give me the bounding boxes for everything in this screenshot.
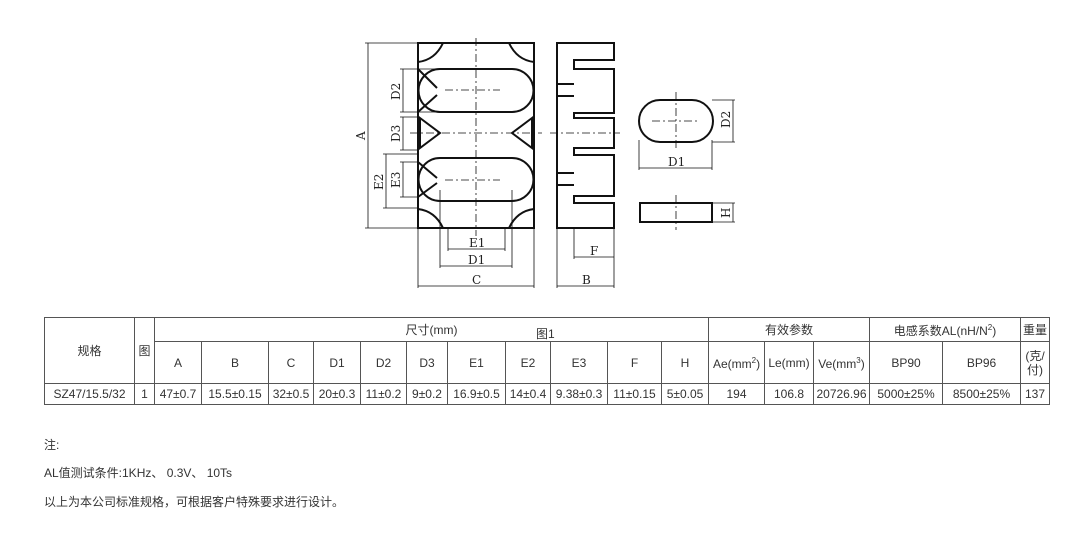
label-d1-right: D1 bbox=[668, 155, 685, 169]
cell-bp96: 8500±25% bbox=[942, 383, 1021, 405]
note-test-condition: AL值测试条件:1KHz、 0.3V、 10Ts bbox=[44, 466, 233, 480]
col-d1: D1 bbox=[313, 341, 361, 384]
cell-ae: 194 bbox=[708, 383, 765, 405]
label-e3: E3 bbox=[389, 172, 403, 188]
label-c: C bbox=[472, 273, 481, 287]
header-effective: 有效参数 bbox=[708, 317, 870, 342]
cell-e3: 9.38±0.3 bbox=[550, 383, 608, 405]
col-e1: E1 bbox=[447, 341, 506, 384]
cell-d2: 11±0.2 bbox=[360, 383, 407, 405]
col-h: H bbox=[661, 341, 709, 384]
cell-h: 5±0.05 bbox=[661, 383, 709, 405]
label-d2-right: D2 bbox=[719, 111, 733, 128]
side-view bbox=[556, 42, 615, 229]
cell-c: 32±0.5 bbox=[268, 383, 314, 405]
col-bp90: BP90 bbox=[869, 341, 943, 384]
label-e1: E1 bbox=[469, 236, 485, 250]
cell-b: 15.5±0.15 bbox=[201, 383, 269, 405]
col-ae: Ae(mm2) bbox=[708, 341, 765, 384]
label-e2: E2 bbox=[372, 174, 386, 190]
col-e2: E2 bbox=[505, 341, 551, 384]
label-a: A bbox=[354, 131, 368, 141]
note-custom: 以上为本公司标准规格，可根据客户特殊要求进行设计。 bbox=[44, 495, 345, 509]
cell-d3: 9±0.2 bbox=[406, 383, 448, 405]
cell-a: 47±0.7 bbox=[154, 383, 202, 405]
col-weight-unit: (克/付) bbox=[1020, 341, 1050, 384]
label-h: H bbox=[719, 208, 733, 218]
header-spec: 规格 bbox=[44, 317, 135, 384]
header-dims: 尺寸(mm) bbox=[154, 317, 709, 342]
label-d2: D2 bbox=[389, 83, 403, 100]
col-b: B bbox=[201, 341, 269, 384]
table-row: SZ47/15.5/32 1 47±0.7 15.5±0.15 32±0.5 2… bbox=[44, 383, 1050, 405]
label-d3: D3 bbox=[389, 125, 403, 142]
cell-spec: SZ47/15.5/32 bbox=[44, 383, 135, 405]
header-fig: 图 bbox=[134, 317, 155, 384]
cell-ve: 20726.96 bbox=[813, 383, 870, 405]
cell-d1: 20±0.3 bbox=[313, 383, 361, 405]
label-b: B bbox=[582, 273, 591, 287]
center-post-view bbox=[638, 99, 714, 143]
cell-f: 11±0.15 bbox=[607, 383, 662, 405]
core-drawing: A D2 D3 E2 E3 E1 D1 C F B D2 D1 H bbox=[354, 38, 735, 288]
cell-le: 106.8 bbox=[764, 383, 814, 405]
header-weight: 重量 bbox=[1020, 317, 1050, 342]
col-d3: D3 bbox=[406, 341, 448, 384]
note-title: 注: bbox=[44, 438, 60, 452]
col-bp96: BP96 bbox=[942, 341, 1021, 384]
spec-table: 规格 图 尺寸(mm) 有效参数 电感系数AL(nH/N2) 重量 A B C … bbox=[44, 317, 1050, 405]
header-al: 电感系数AL(nH/N2) bbox=[869, 317, 1021, 342]
col-ve: Ve(mm3) bbox=[813, 341, 870, 384]
col-e3: E3 bbox=[550, 341, 608, 384]
col-le: Le(mm) bbox=[764, 341, 814, 384]
cell-bp90: 5000±25% bbox=[869, 383, 943, 405]
col-d2: D2 bbox=[360, 341, 407, 384]
label-d1: D1 bbox=[468, 253, 485, 267]
cell-fig: 1 bbox=[134, 383, 155, 405]
col-c: C bbox=[268, 341, 314, 384]
cell-e1: 16.9±0.5 bbox=[447, 383, 506, 405]
label-f: F bbox=[590, 244, 598, 258]
col-f: F bbox=[607, 341, 662, 384]
cell-e2: 14±0.4 bbox=[505, 383, 551, 405]
col-a: A bbox=[154, 341, 202, 384]
cell-weight: 137 bbox=[1020, 383, 1050, 405]
